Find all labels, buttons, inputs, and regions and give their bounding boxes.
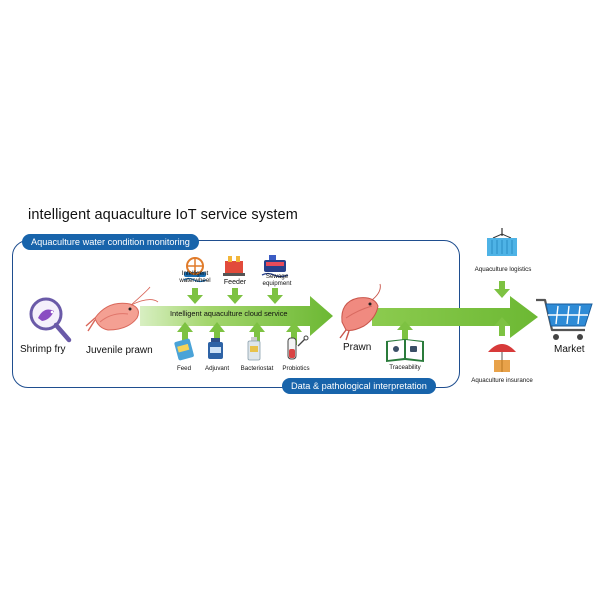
sewage-icon — [261, 255, 289, 278]
top-input-arrows — [187, 281, 510, 304]
market-flow-arrow — [372, 296, 538, 338]
cloud-service-label: Intelligent aquaculture cloud service — [170, 309, 288, 318]
prawn-icon-juvenile — [85, 286, 159, 332]
diagram-title: intelligent aquaculture IoT service syst… — [28, 207, 298, 223]
probiotics-label: Probiotics — [282, 365, 310, 372]
sewage-label: Sewage equipment — [254, 273, 300, 287]
insurance-label: Aquaculture insurance — [471, 377, 533, 384]
stage-prawn: Prawn — [343, 342, 372, 353]
stage-shrimp-fry: Shrimp fry — [20, 344, 66, 355]
waterwheel-label-line2: waterwheel — [179, 277, 211, 284]
magnifier-shrimp-icon — [29, 297, 72, 343]
prawn-icon — [339, 283, 381, 341]
stage-market: Market — [554, 344, 585, 355]
main-flow-arrow — [140, 296, 333, 336]
bottom-input-arrows — [177, 317, 510, 345]
insurance-umbrella-icon — [488, 344, 516, 372]
bacteriostat-icon — [247, 337, 261, 361]
shopping-cart-icon — [536, 298, 593, 340]
waterwheel-label-line1: Intelligent — [181, 270, 209, 277]
waterwheel-icon — [183, 257, 207, 283]
data-interpretation-pill: Data & pathological interpretation — [282, 378, 436, 394]
feed-label: Feed — [176, 365, 192, 372]
bacteriostat-label: Bacteriostat — [240, 365, 274, 372]
feeder-label: Feeder — [223, 279, 247, 286]
stage-juvenile-prawn: Juvenile prawn — [86, 345, 153, 356]
probiotics-icon — [287, 335, 309, 360]
traceability-label: Traceability — [389, 364, 421, 371]
logistics-label: Aquaculture logistics — [474, 266, 532, 273]
sewage-label-line1: Sewage — [265, 273, 289, 280]
book-icon — [386, 339, 424, 362]
feeder-icon — [223, 256, 245, 276]
waterwheel-label: Intelligent waterwheel — [172, 270, 218, 284]
monitoring-pill: Aquaculture water condition monitoring — [22, 234, 199, 250]
sewage-label-line2: equipment — [262, 280, 292, 287]
adjuvant-icon — [208, 338, 223, 359]
adjuvant-label: Adjuvant — [204, 365, 230, 372]
container-icon — [487, 228, 517, 256]
feed-icon — [174, 338, 194, 361]
